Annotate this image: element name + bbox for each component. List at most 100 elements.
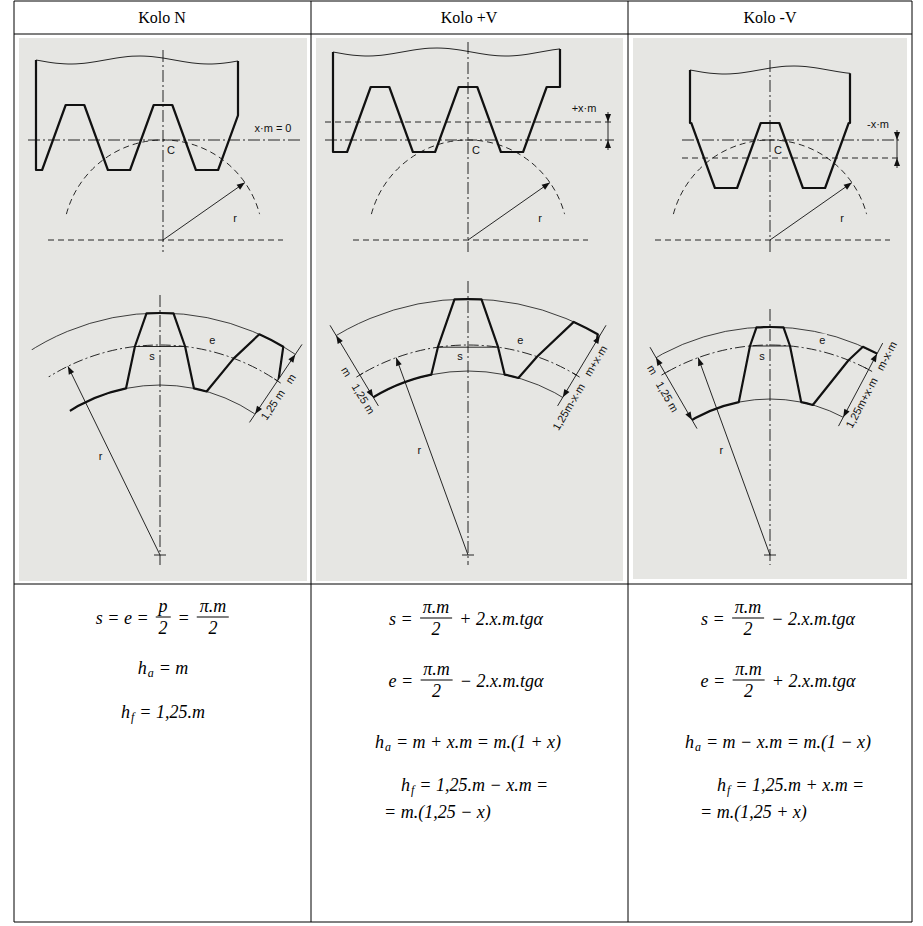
pitch-circle: [66, 140, 259, 214]
centre-line: [353, 240, 588, 241]
arrow-head: [685, 412, 692, 420]
centre-line: [160, 295, 161, 565]
fraction: π.m2: [420, 659, 453, 702]
centre-line: [770, 60, 771, 252]
dimension-tick: [356, 373, 363, 377]
formula-line: hf = 1,25.m + x.m =: [714, 774, 867, 796]
pitch-circle: [0, 345, 370, 765]
formula-text: h: [401, 774, 410, 796]
dimension-line: [250, 344, 303, 422]
dimension-label: x·m = 0: [254, 122, 293, 135]
subscript: a: [148, 666, 154, 681]
fraction: π.m2: [197, 596, 230, 639]
formula-line: s =π.m2+ 2.x.m.tgα: [386, 597, 546, 640]
formula-text: + 2.x.m.tgα: [772, 669, 856, 691]
arrow-head: [894, 158, 900, 166]
rack-datum-line: [325, 122, 614, 123]
gear-teeth: [313, 299, 651, 538]
table-line: [14, 34, 912, 35]
radius-label: r: [98, 450, 104, 463]
subscript: f: [131, 710, 134, 725]
dimension-tick: [865, 368, 872, 372]
formula-text: h: [138, 657, 147, 679]
fraction: p2: [156, 596, 171, 639]
formula-text: =: [178, 606, 190, 628]
formula-line: e = π.m2 + 2.x.m.tgα: [698, 659, 859, 702]
header-cell: Kolo -V: [744, 9, 797, 27]
radius-label: r: [718, 444, 724, 457]
fraction: π.m2: [732, 659, 765, 702]
formula-text: h: [717, 774, 726, 796]
table-line: [14, 1, 15, 922]
formula-text: h: [121, 701, 130, 723]
rack-profile: [333, 49, 560, 152]
thickness-label: s: [456, 350, 464, 363]
rack-datum-line: [682, 158, 902, 159]
subscript: f: [411, 783, 414, 798]
formula-text: = m: [159, 657, 189, 679]
thickness-label: s: [758, 350, 766, 363]
arrow-head: [237, 183, 245, 190]
subscript: f: [727, 783, 730, 798]
radius-line: [468, 183, 550, 240]
point-label: C: [471, 144, 481, 157]
image-cell-ground: [633, 38, 907, 579]
subscript: a: [385, 740, 391, 755]
fraction-numerator: π.m: [420, 597, 453, 619]
formula-text: e =: [701, 669, 726, 691]
dimension-tick: [662, 371, 669, 375]
formula-text: = 1,25.m + x.m =: [735, 774, 864, 796]
arrow-head: [542, 183, 550, 190]
fraction-denominator: 2: [156, 618, 171, 639]
table-line: [912, 1, 913, 922]
fraction: π.m2: [732, 597, 765, 640]
break-line: [333, 48, 560, 56]
fraction-numerator: π.m: [732, 597, 765, 619]
formula-text: = m.(1,25 + x): [700, 801, 807, 823]
gear-sector: [212, 299, 724, 811]
dimension-tick: [573, 373, 580, 377]
radius-label: r: [232, 212, 238, 225]
formula-text: h: [375, 731, 384, 753]
formula-text: − 2.x.m.tgα: [460, 669, 544, 691]
arrow-head: [605, 140, 611, 148]
formula-line: = m.(1,25 + x): [697, 801, 810, 823]
formula-text: s =: [701, 607, 725, 629]
break-line: [36, 56, 238, 64]
fraction-denominator: 2: [741, 619, 756, 640]
dimension-line: [650, 347, 697, 428]
radius-line: [163, 183, 245, 240]
formula-line: = m.(1,25 − x): [381, 801, 494, 823]
point-label: C: [166, 144, 176, 157]
formula-text: = m + x.m = m.(1 + x): [396, 731, 561, 753]
subscript: a: [695, 740, 701, 755]
arrow-head: [605, 114, 611, 122]
fraction-denominator: 2: [741, 681, 756, 702]
centre-line: [48, 240, 283, 241]
formula-text: = 1,25.m − x.m =: [419, 774, 548, 796]
formula-text: − 2.x.m.tgα: [771, 607, 855, 629]
pitch-circle: [673, 140, 866, 214]
fraction-numerator: p: [156, 596, 171, 618]
table-line: [14, 922, 912, 923]
gap-label: e: [818, 334, 826, 347]
gap-label: e: [516, 334, 524, 347]
centre-line: [770, 309, 771, 565]
table-line: [14, 584, 912, 585]
radius-label: r: [416, 444, 422, 457]
rolling-line: [682, 140, 902, 141]
radius-line: [396, 358, 468, 555]
fraction-numerator: π.m: [732, 659, 765, 681]
centre-line: [468, 42, 469, 252]
formula-line: s = π.m2 − 2.x.m.tgα: [698, 597, 858, 640]
centre-line: [468, 281, 469, 565]
fraction-numerator: π.m: [197, 596, 230, 618]
rack-profile: [36, 60, 238, 170]
radius-line: [770, 183, 852, 240]
arrow-head: [844, 183, 852, 190]
formula-text: e =: [389, 669, 414, 691]
arrow-head: [698, 358, 704, 367]
gear-teeth: [17, 313, 329, 539]
header-cell: Kolo +V: [441, 9, 498, 27]
